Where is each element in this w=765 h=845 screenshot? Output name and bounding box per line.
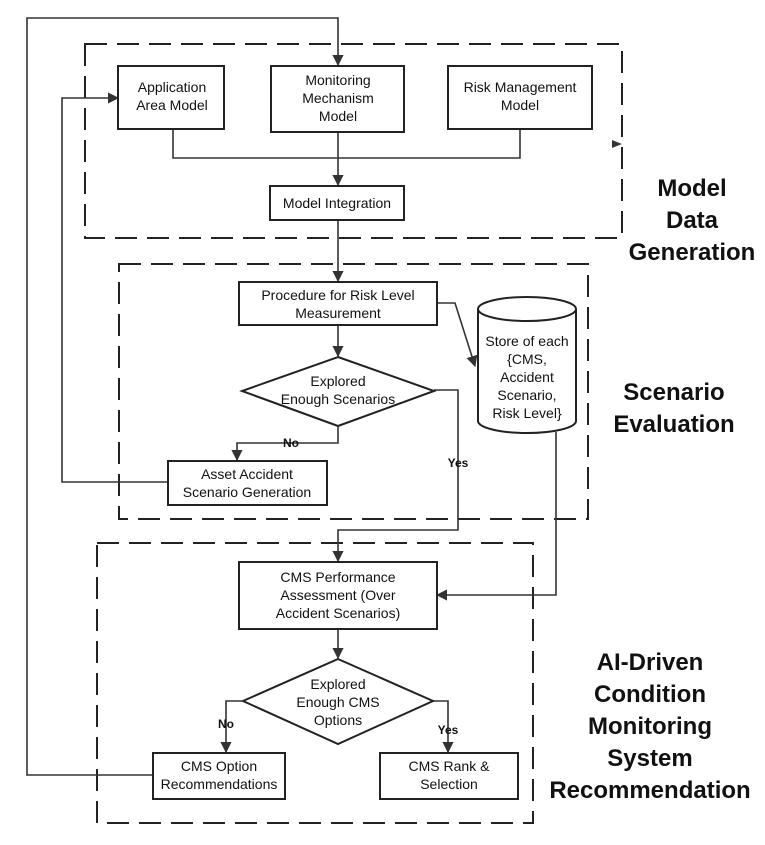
- node-monitoring-mechanism-model: Monitoring Mechanism Model: [270, 65, 405, 133]
- node-asset-accident-generation: Asset Accident Scenario Generation: [167, 460, 328, 506]
- node-cms-performance-line-3: Accident Scenarios): [276, 605, 401, 621]
- decision-explored-cms: Explored Enough CMS Options: [240, 657, 436, 746]
- store-line-4: Scenario,: [497, 387, 556, 403]
- decision-explored-cms-line-3: Options: [314, 712, 362, 728]
- node-cms-option-recommendations: CMS Option Recommendations: [152, 752, 286, 800]
- node-asset-accident-line-1: Asset Accident: [201, 466, 293, 482]
- node-model-integration-label: Model Integration: [283, 195, 391, 211]
- node-cms-option-line-2: Recommendations: [161, 776, 278, 792]
- store-line-1: Store of each: [485, 333, 568, 349]
- decision-explored-scenarios: Explored Enough Scenarios: [239, 355, 437, 428]
- section-title-scenario-line-2: Evaluation: [613, 411, 734, 438]
- node-procedure-line-1: Procedure for Risk Level: [261, 287, 414, 303]
- section-title-ai-line-2: Condition: [594, 681, 706, 708]
- frame-arrow-tick: [612, 140, 622, 148]
- node-monitoring-mechanism-line-1: Monitoring: [305, 72, 370, 88]
- edge-label-yes-cms: Yes: [438, 723, 459, 737]
- edge-label-no-cms: No: [218, 717, 234, 731]
- node-cms-rank-line-1: CMS Rank &: [409, 758, 491, 774]
- section-title-ai-line-4: System: [607, 745, 692, 772]
- section-title-ai-driven: AI-Driven Condition Monitoring System Re…: [549, 649, 750, 804]
- node-cms-performance-line-2: Assessment (Over: [280, 587, 395, 603]
- store-line-3: Accident: [500, 369, 554, 385]
- decision-explored-scenarios-line-1: Explored: [310, 373, 365, 389]
- connectors: [26, 17, 557, 776]
- decision-explored-cms-line-2: Enough CMS: [296, 694, 379, 710]
- section-title-ai-line-3: Monitoring: [588, 713, 712, 740]
- section-title-scenario-evaluation: Scenario Evaluation: [613, 379, 734, 438]
- node-risk-management-line-2: Model: [501, 97, 539, 113]
- section-title-ai-line-5: Recommendation: [549, 777, 750, 804]
- node-cms-option-line-1: CMS Option: [181, 758, 257, 774]
- node-procedure-line-2: Measurement: [295, 305, 381, 321]
- decision-explored-cms-line-1: Explored: [310, 676, 365, 692]
- node-procedure-risk-level: Procedure for Risk Level Measurement: [238, 281, 438, 326]
- decision-explored-scenarios-line-2: Enough Scenarios: [281, 391, 395, 407]
- store-line-5: Risk Level}: [492, 405, 562, 421]
- node-application-area-model: Application Area Model: [117, 65, 225, 130]
- section-title-model-line-2: Data: [666, 207, 719, 234]
- section-ai-driven-frame: [96, 542, 534, 824]
- node-cms-rank-line-2: Selection: [420, 776, 478, 792]
- node-monitoring-mechanism-line-2: Mechanism: [302, 90, 374, 106]
- section-title-scenario-line-1: Scenario: [623, 379, 724, 406]
- section-title-ai-line-1: AI-Driven: [597, 649, 704, 676]
- node-asset-accident-line-2: Scenario Generation: [183, 484, 311, 500]
- section-model-data-generation-frame: [84, 43, 623, 239]
- store-database-cylinder: Store of each {CMS, Accident Scenario, R…: [477, 296, 577, 434]
- node-application-area-model-line-2: Area Model: [136, 97, 208, 113]
- node-cms-performance-line-1: CMS Performance: [280, 569, 395, 585]
- section-title-model-data-generation: Model Data Generation: [629, 175, 756, 266]
- node-application-area-model-line-1: Application: [138, 79, 207, 95]
- section-scenario-evaluation-frame: [118, 263, 589, 520]
- node-cms-rank-selection: CMS Rank & Selection: [379, 752, 519, 800]
- section-title-model-line-3: Generation: [629, 239, 756, 266]
- store-line-2: {CMS,: [507, 351, 547, 367]
- node-risk-management-model: Risk Management Model: [447, 65, 593, 130]
- node-cms-performance: CMS Performance Assessment (Over Acciden…: [238, 561, 438, 630]
- node-risk-management-line-1: Risk Management: [464, 79, 577, 95]
- section-title-model-line-1: Model: [657, 175, 726, 202]
- edge-label-yes-scenarios: Yes: [448, 456, 469, 470]
- node-monitoring-mechanism-line-3: Model: [319, 108, 357, 124]
- edge-label-no-scenarios: No: [283, 436, 299, 450]
- node-model-integration: Model Integration: [269, 185, 405, 221]
